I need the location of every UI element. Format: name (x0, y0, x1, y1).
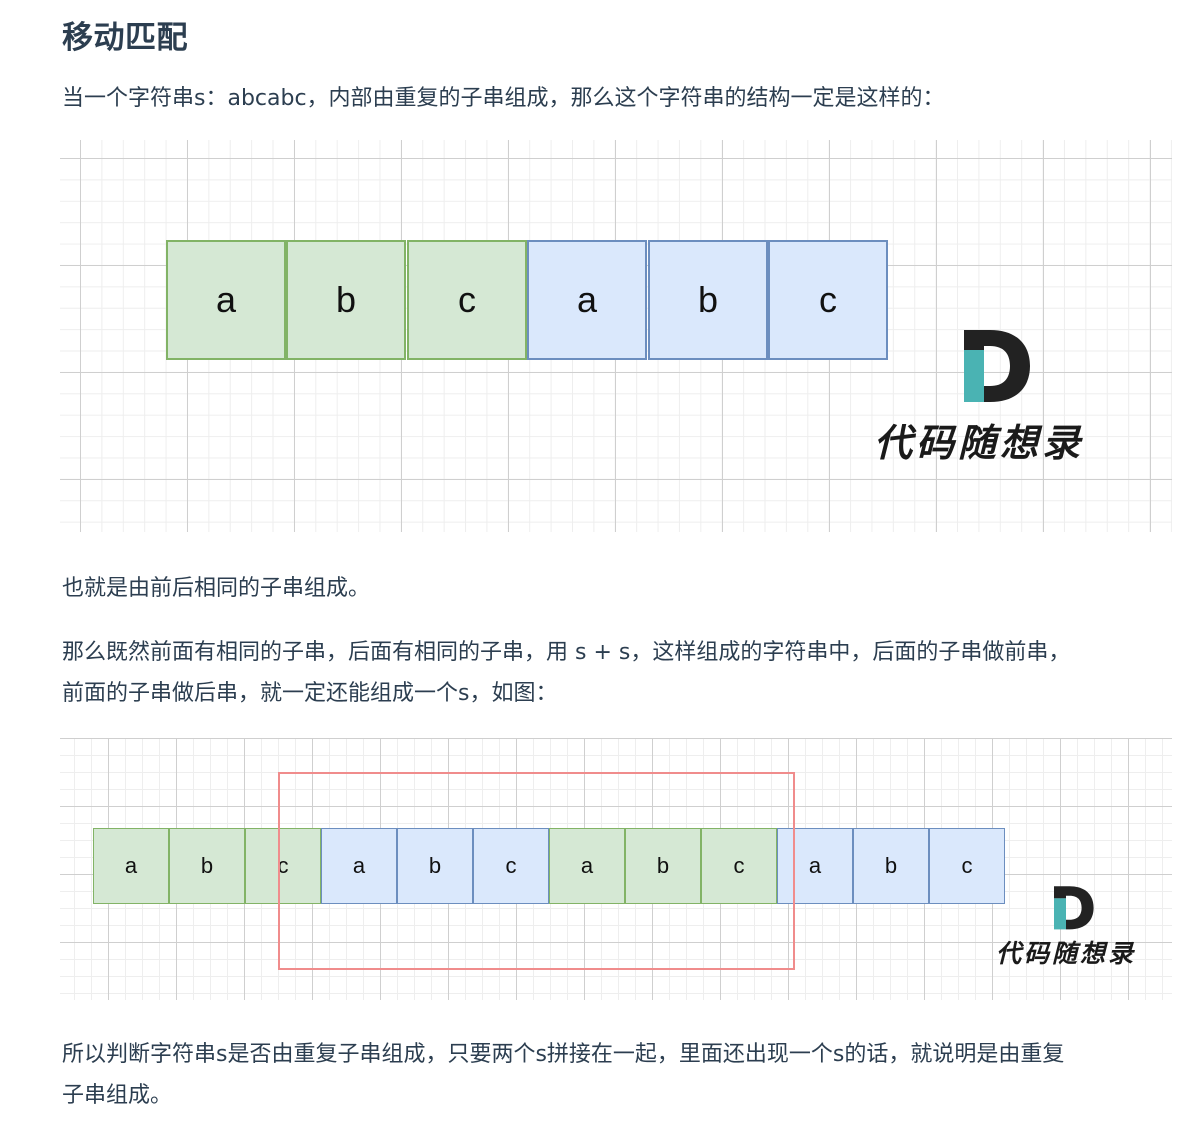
cell-green: c (407, 240, 527, 360)
watermark-logo-text: 代码随想录 (874, 420, 1085, 465)
figure-abcabc-structure: a b c a b c 代码随想录 (60, 140, 1172, 532)
paragraph-explanation: 也就是由前后相同的子串组成。 (62, 576, 371, 601)
section-heading: 移动匹配 (62, 20, 188, 56)
cell-blue: b (853, 828, 929, 904)
cell-green: a (549, 828, 625, 904)
cell-green: a (93, 828, 169, 904)
cell-green: b (286, 240, 406, 360)
figure-s-plus-s: a b c a b c a b c a b c 代码随想录 (60, 738, 1172, 1000)
cell-blue: b (397, 828, 473, 904)
cell-blue: c (929, 828, 1005, 904)
cell-blue: c (768, 240, 888, 360)
cell-green: b (625, 828, 701, 904)
cell-green: a (166, 240, 286, 360)
cell-blue: a (321, 828, 397, 904)
cell-green: b (169, 828, 245, 904)
cell-blue: a (527, 240, 647, 360)
paragraph-concat-line2: 前面的子串做后串，就一定还能组成一个s，如图： (62, 681, 558, 706)
paragraph-conclusion-line2: 子串组成。 (62, 1083, 173, 1108)
watermark-logo-text: 代码随想录 (996, 939, 1137, 968)
watermark-logo-icon (1054, 886, 1094, 930)
cell-blue: a (777, 828, 853, 904)
paragraph-intro: 当一个字符串s：abcabc，内部由重复的子串组成，那么这个字符串的结构一定是这… (62, 86, 945, 111)
cell-green: c (245, 828, 321, 904)
paragraph-concat-line1: 那么既然前面有相同的子串，后面有相同的子串，用 s + s，这样组成的字符串中，… (62, 640, 1071, 665)
watermark-logo-icon (964, 330, 1030, 402)
cell-green: c (701, 828, 777, 904)
cell-blue: b (648, 240, 768, 360)
cell-blue: c (473, 828, 549, 904)
highlight-frame (278, 772, 795, 970)
paragraph-conclusion-line1: 所以判断字符串s是否由重复子串组成，只要两个s拼接在一起，里面还出现一个s的话，… (62, 1042, 1065, 1067)
